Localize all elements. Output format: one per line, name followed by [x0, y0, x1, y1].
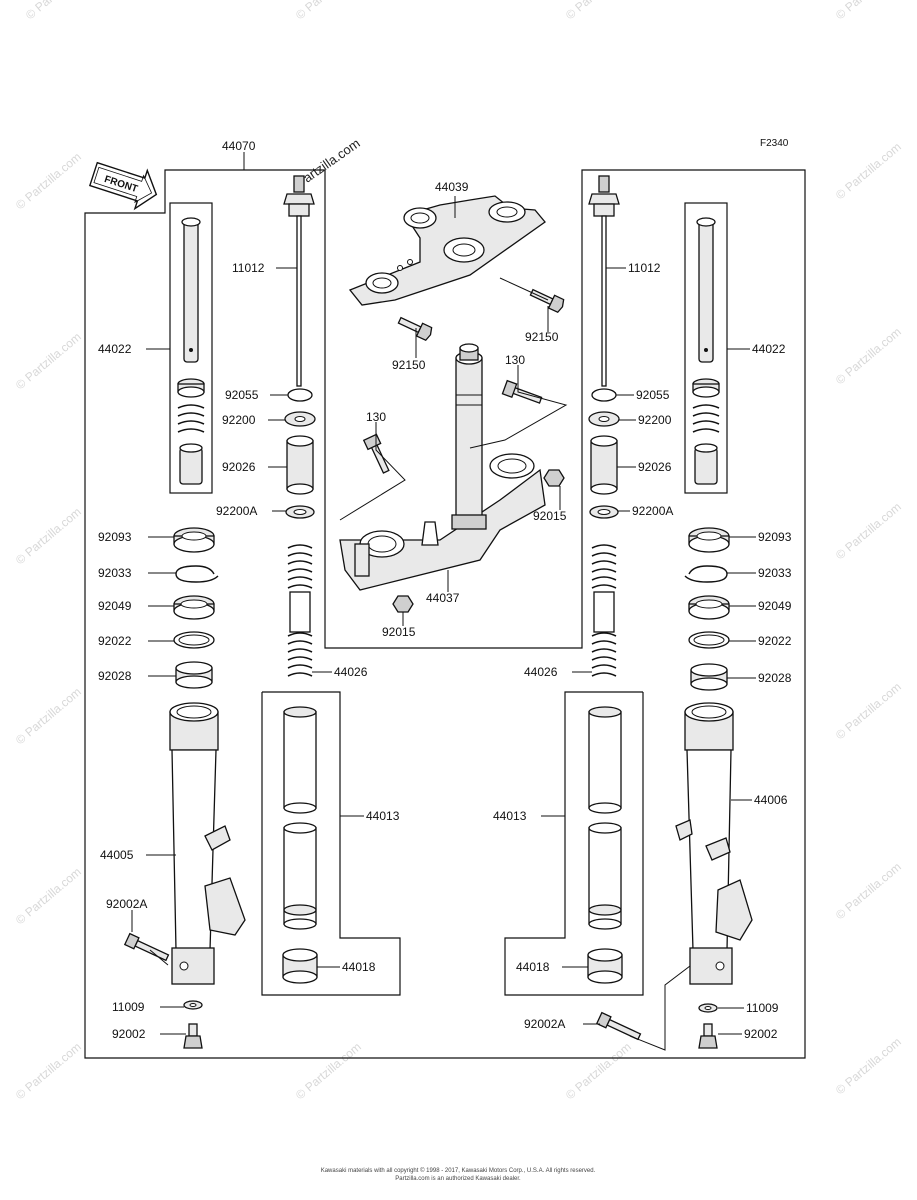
- footer-dealer: Partzilla.com is an authorized Kawasaki …: [395, 1176, 521, 1182]
- watermark: © Partzilla.com: [833, 140, 904, 203]
- watermark: © Partzilla.com: [563, 0, 634, 22]
- nut-92015-right: [543, 469, 565, 487]
- label-92200-right: 92200: [638, 413, 672, 427]
- watermark: © Partzilla.com: [13, 330, 84, 393]
- right-fork-spring: [591, 544, 617, 677]
- watermark: © Partzilla.com: [13, 685, 84, 748]
- left-outer-tube: [123, 702, 246, 1049]
- right-washers-collar: [588, 388, 620, 519]
- label-130-mid: 130: [366, 410, 386, 424]
- upper-fork-bracket: [348, 195, 546, 306]
- label-92002-right: 92002: [744, 1027, 778, 1041]
- nut-92015-bottom: [392, 595, 414, 613]
- label-44013-left: 44013: [366, 809, 400, 823]
- label-92055-left: 92055: [225, 388, 259, 402]
- label-44026-right: 44026: [524, 665, 558, 679]
- label-92015-right: 92015: [533, 509, 567, 523]
- label-11012-left: 11012: [232, 261, 265, 275]
- label-92150-mid: 92150: [392, 358, 426, 372]
- right-outer-tube: [595, 702, 753, 1049]
- left-damper-rod-assembly: [177, 217, 205, 485]
- label-92049-left: 92049: [98, 599, 132, 613]
- label-92200-left: 92200: [222, 413, 256, 427]
- watermark: © Partzilla.com: [13, 505, 84, 568]
- label-11012-right: 11012: [628, 261, 661, 275]
- left-seals-stack: [173, 527, 219, 689]
- watermark: © Partzilla.com: [23, 0, 94, 22]
- label-92033-right: 92033: [758, 566, 792, 580]
- steering-stem-lower-bracket: [339, 343, 546, 591]
- label-92022-right: 92022: [758, 634, 792, 648]
- watermark: © Partzilla.com: [13, 150, 84, 213]
- label-11009-right: 11009: [746, 1001, 779, 1015]
- watermark: © Partzilla.com: [563, 1040, 634, 1103]
- bolt-130-top: [501, 379, 543, 404]
- label-44070: 44070: [222, 139, 256, 153]
- assembly-frames: [84, 169, 806, 1059]
- label-92026-left: 92026: [222, 460, 256, 474]
- label-44022-left: 44022: [98, 342, 132, 356]
- label-92093-left: 92093: [98, 530, 132, 544]
- watermark: © Partzilla.com: [833, 860, 904, 923]
- label-92002-left: 92002: [112, 1027, 146, 1041]
- label-92033-left: 92033: [98, 566, 132, 580]
- label-44018-left: 44018: [342, 960, 376, 974]
- label-44005: 44005: [100, 848, 134, 862]
- label-92028-left: 92028: [98, 669, 132, 683]
- right-damper-rod-assembly: [692, 217, 720, 485]
- left-cap-bolt-rod: [283, 175, 315, 387]
- label-44037: 44037: [426, 591, 460, 605]
- front-direction-arrow: FRONT: [88, 161, 158, 211]
- label-44039: 44039: [435, 180, 469, 194]
- label-44013-right: 44013: [493, 809, 527, 823]
- label-92200A-right: 92200A: [632, 504, 673, 518]
- part-labels: 44070 44039 11012 11012 44022 44022 9215…: [98, 139, 792, 1041]
- left-inner-tube: [282, 706, 318, 984]
- right-inner-tube: [587, 706, 623, 984]
- label-130-top: 130: [505, 353, 525, 367]
- left-fork-spring: [287, 544, 313, 677]
- watermark: © Partzilla.com: [293, 0, 364, 22]
- center-leader-lines: [243, 152, 568, 626]
- right-seals-stack: [684, 527, 730, 691]
- watermark: © Partzilla.com: [13, 865, 84, 928]
- bolt-130-mid: [362, 433, 390, 474]
- watermark: © Partzilla.com: [833, 500, 904, 563]
- label-92200A-left: 92200A: [216, 504, 257, 518]
- footer-copyright: Kawasaki materials with all copyright © …: [321, 1167, 596, 1174]
- label-44026-left: 44026: [334, 665, 368, 679]
- label-92150-top: 92150: [525, 330, 559, 344]
- label-92055-right: 92055: [636, 388, 670, 402]
- label-92049-right: 92049: [758, 599, 792, 613]
- watermark: © Partzilla.com: [833, 325, 904, 388]
- watermark: © Partzilla.com: [833, 1035, 904, 1098]
- left-washers-collar: [284, 388, 316, 519]
- label-92002A-right: 92002A: [524, 1017, 565, 1031]
- label-44022-right: 44022: [752, 342, 786, 356]
- label-92093-right: 92093: [758, 530, 792, 544]
- diagram-code: F2340: [760, 138, 789, 149]
- watermark: © Partzilla.com: [13, 1040, 84, 1103]
- label-92015-bottom: 92015: [382, 625, 416, 639]
- bolt-92150-left: [397, 316, 433, 342]
- watermark: © Partzilla.com: [833, 0, 904, 22]
- right-cap-bolt-rod: [588, 175, 620, 387]
- label-11009-left: 11009: [112, 1000, 145, 1014]
- label-92028-right: 92028: [758, 671, 792, 685]
- label-92002A-left: 92002A: [106, 897, 147, 911]
- side-leader-lines: [131, 267, 756, 1051]
- label-44018-right: 44018: [516, 960, 550, 974]
- watermark: © Partzilla.com: [833, 680, 904, 743]
- label-92022-left: 92022: [98, 634, 132, 648]
- watermark: © Partzilla.com: [293, 1040, 364, 1103]
- label-44006: 44006: [754, 793, 788, 807]
- label-92026-right: 92026: [638, 460, 672, 474]
